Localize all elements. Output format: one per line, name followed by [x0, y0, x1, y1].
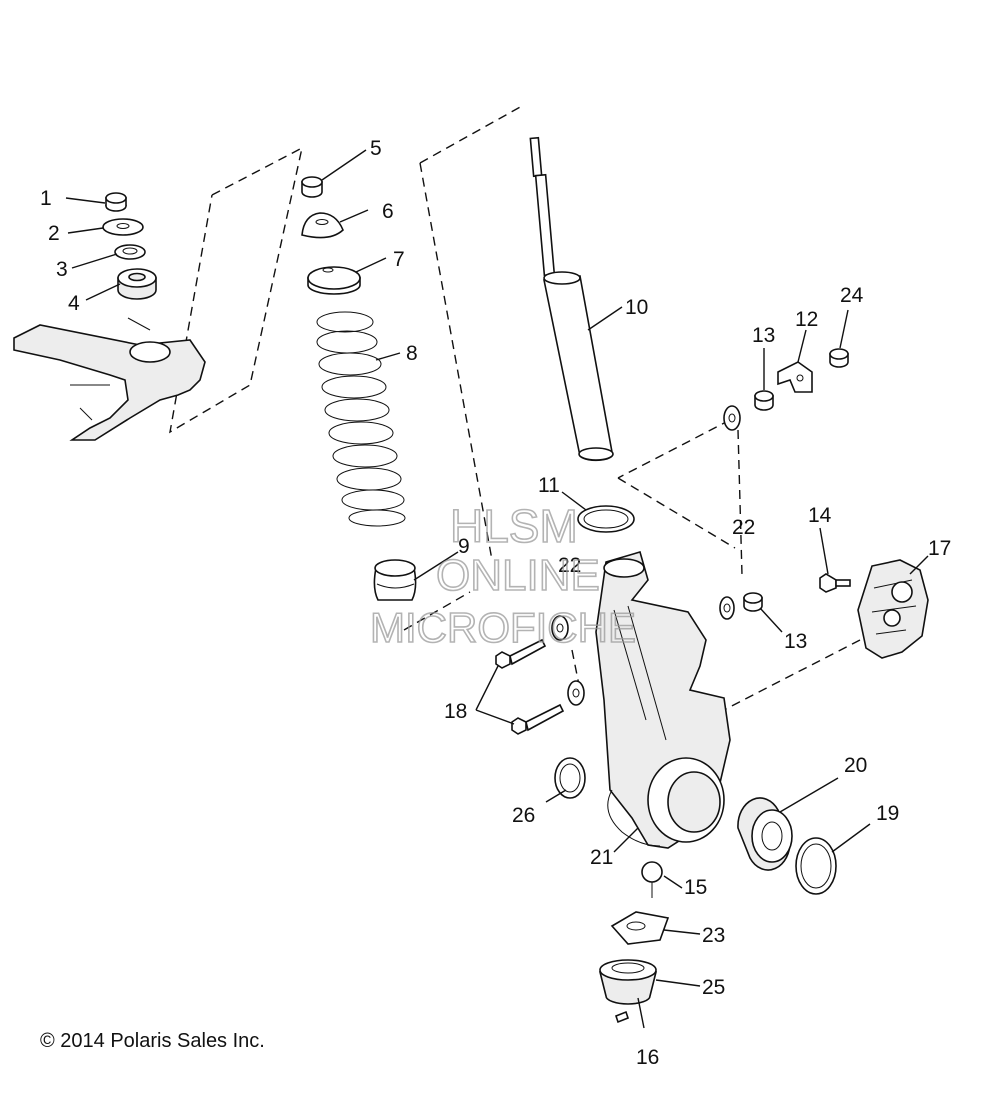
- callout-7: 7: [393, 248, 405, 271]
- callout-6: 6: [382, 200, 394, 223]
- callout-4: 4: [68, 292, 80, 315]
- callout-13-upper: 13: [752, 324, 775, 347]
- part-6-spring-seat: [301, 212, 344, 239]
- part-14-bolt: [819, 573, 851, 593]
- watermark: HLSM ONLINE MICROFICHE: [369, 499, 637, 652]
- watermark-line-2: ONLINE: [436, 551, 600, 600]
- part-15-ball-joint: [641, 861, 663, 898]
- part-13-nut-upper: [754, 390, 774, 411]
- part-17-caliper: [857, 559, 929, 659]
- callout-21: 21: [590, 846, 613, 869]
- part-11-ring: [577, 505, 635, 533]
- callout-22-right: 22: [732, 516, 755, 539]
- part-22-washer-upper: [723, 405, 741, 431]
- callout-11: 11: [538, 474, 560, 497]
- callout-24: 24: [840, 284, 864, 307]
- part-24-nut: [829, 348, 849, 368]
- callout-16: 16: [636, 1046, 659, 1069]
- part-7-retainer: [307, 266, 361, 295]
- part-9-bump-stop: [373, 559, 417, 601]
- part-2-washer: [102, 218, 144, 236]
- callout-1: 1: [40, 187, 52, 210]
- watermark-line-3: MICROFICHE: [370, 604, 636, 651]
- callout-17: 17: [928, 537, 951, 560]
- leader-lines: [65, 149, 929, 1029]
- callout-26: 26: [512, 804, 535, 827]
- callout-25: 25: [702, 976, 725, 999]
- callout-22-left: 22: [558, 554, 581, 577]
- callout-3: 3: [56, 258, 68, 281]
- part-21-knuckle: [595, 551, 731, 849]
- part-8-coil-spring: [316, 311, 406, 527]
- part-5-nut: [301, 176, 323, 198]
- part-20-bearing: [737, 797, 793, 871]
- watermark-line-1: HLSM: [450, 500, 578, 552]
- callout-9: 9: [458, 535, 470, 558]
- callout-10: 10: [625, 296, 648, 319]
- callout-15: 15: [684, 876, 707, 899]
- part-13-nut-lower: [743, 592, 763, 612]
- callout-13-lower: 13: [784, 630, 807, 653]
- callout-labels: 1 2 3 4 5 6 7 8 9 10 11 12 13 13 14 15 1…: [40, 137, 951, 1069]
- callout-23: 23: [702, 924, 725, 947]
- part-23-plate: [610, 911, 670, 945]
- callout-18: 18: [444, 700, 467, 723]
- callout-20: 20: [844, 754, 867, 777]
- part-16-screw: [615, 1010, 629, 1024]
- part-10-shock-absorber: [529, 136, 614, 462]
- part-19-snap-ring: [795, 837, 837, 895]
- callout-14: 14: [808, 504, 832, 527]
- callout-5: 5: [370, 137, 382, 160]
- part-26-seal: [554, 757, 586, 799]
- callout-8: 8: [406, 342, 418, 365]
- copyright-notice: © 2014 Polaris Sales Inc.: [40, 1030, 265, 1052]
- part-18-bolt-upper: [495, 638, 547, 669]
- callout-12: 12: [795, 308, 818, 331]
- part-22-washer-low: [567, 680, 585, 706]
- part-3-washer: [114, 244, 146, 260]
- control-arm: [13, 317, 206, 441]
- callout-2: 2: [48, 222, 60, 245]
- part-12-clip: [777, 361, 813, 393]
- part-25-boot: [598, 959, 658, 1005]
- part-18-bolt-lower: [511, 703, 565, 735]
- part-22-washer-lower: [719, 596, 735, 620]
- part-1-nut: [105, 192, 127, 212]
- part-22-washer-mid: [551, 615, 569, 641]
- part-4-bushing: [117, 268, 157, 300]
- callout-19: 19: [876, 802, 899, 825]
